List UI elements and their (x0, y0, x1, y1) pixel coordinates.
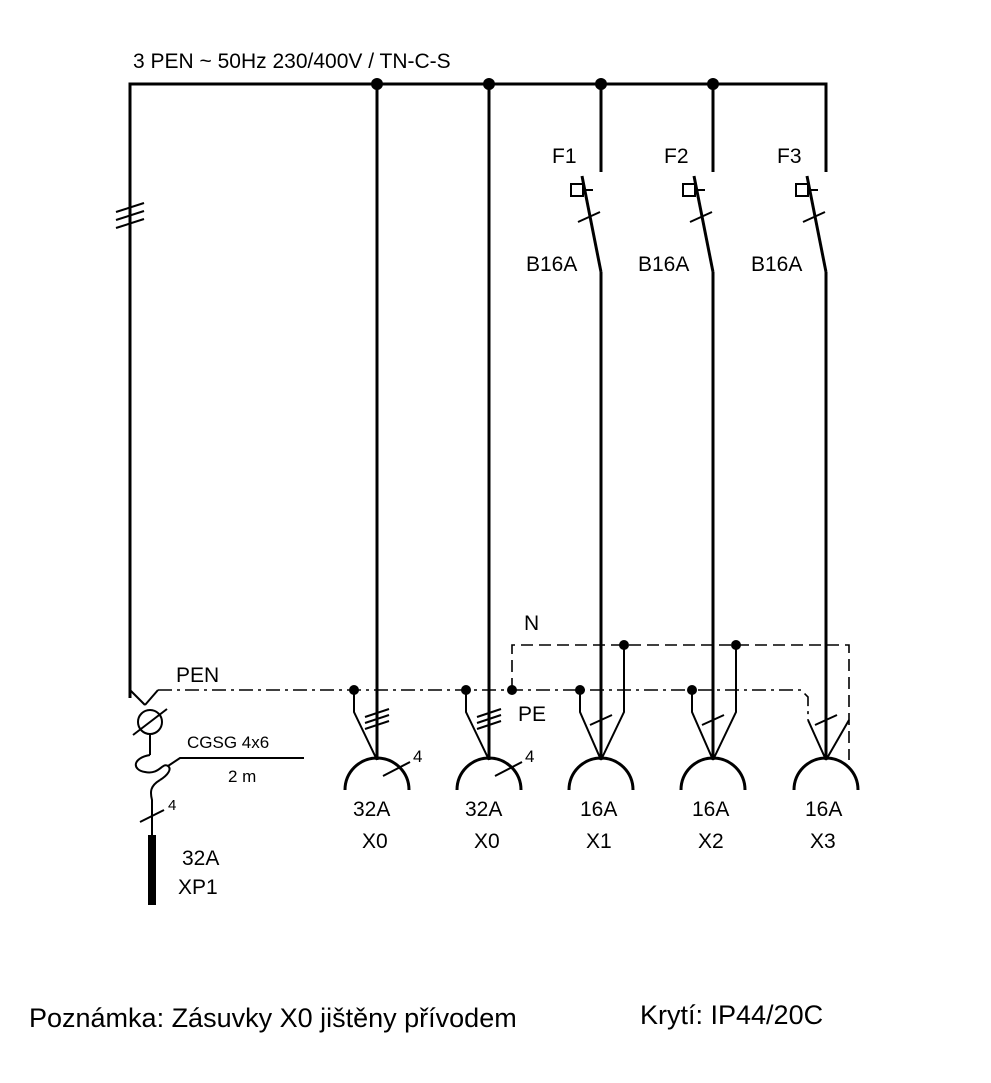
neutral-conductor (511, 644, 850, 760)
socket-x0-a-rating: 32A (353, 798, 390, 821)
socket-x3-id: X3 (810, 830, 836, 853)
breaker-f1-rating: B16A (526, 253, 577, 276)
socket-x3-rating: 16A (805, 798, 842, 821)
supply-triple-tick (115, 202, 145, 229)
supply-bus (128, 82, 828, 698)
socket-x1-id: X1 (586, 830, 612, 853)
plug-xp1: 4 32A XP1 (132, 708, 304, 905)
breaker-f3: F3 B16A (751, 145, 828, 760)
plug-id: XP1 (178, 876, 218, 899)
pen-split-link-2 (144, 689, 159, 706)
plug-cable-cores: 4 (168, 797, 176, 814)
pe-label: PE (518, 703, 546, 726)
socket-x2-rating: 16A (692, 798, 729, 821)
conductor-junctions (349, 640, 741, 695)
socket-x0-a-id: X0 (362, 830, 388, 853)
socket-x0-a-poles: 4 (413, 747, 422, 766)
breaker-f2-id: F2 (664, 145, 689, 168)
breaker-f1: F1 B16A (526, 84, 603, 760)
socket-x0-b-id: X0 (474, 830, 500, 853)
socket-x0-b: 4 32A X0 (455, 690, 534, 853)
socket-x0-b-poles: 4 (525, 747, 534, 766)
cable-length: 2 m (228, 767, 256, 786)
plug-rating: 32A (182, 847, 219, 870)
n-label: N (524, 612, 539, 635)
socket-x0-b-rating: 32A (465, 798, 502, 821)
socket-x2-id: X2 (698, 830, 724, 853)
cable-type: CGSG 4x6 (187, 733, 269, 752)
breaker-f3-id: F3 (777, 145, 802, 168)
pen-split-link (129, 689, 146, 706)
breaker-f3-rating: B16A (751, 253, 802, 276)
socket-x0-a: 4 32A X0 (343, 690, 422, 853)
breaker-f1-id: F1 (552, 145, 577, 168)
footer-note: Poznámka: Zásuvky X0 jištěny přívodem (29, 1003, 517, 1033)
socket-x1-rating: 16A (580, 798, 617, 821)
pen-label: PEN (176, 664, 219, 687)
breaker-f2: F2 B16A (638, 84, 715, 760)
breaker-f2-rating: B16A (638, 253, 689, 276)
footer-protection: Krytí: IP44/20C (640, 1000, 823, 1030)
supply-title: 3 PEN ~ 50Hz 230/400V / TN-C-S (133, 50, 451, 73)
socket-x3: 16A X3 (792, 714, 860, 853)
socket-x1: 16A X1 (567, 645, 635, 853)
socket-x2: 16A X2 (679, 645, 747, 853)
